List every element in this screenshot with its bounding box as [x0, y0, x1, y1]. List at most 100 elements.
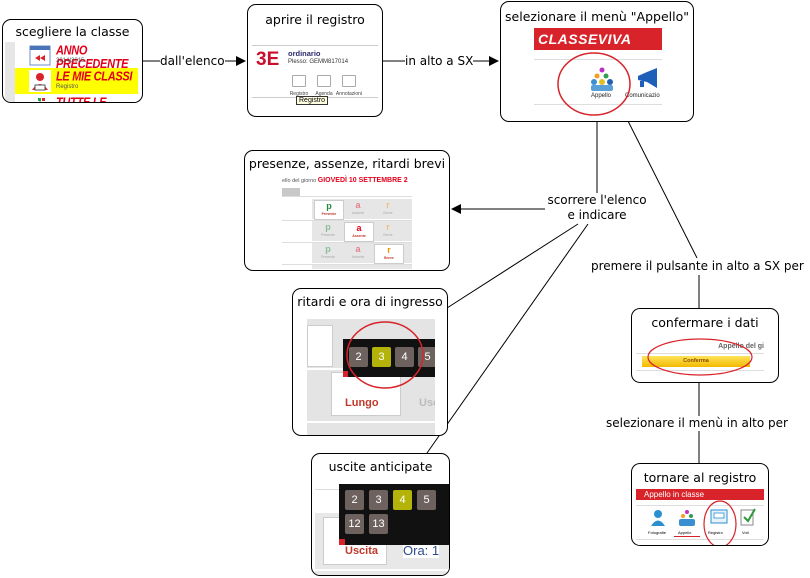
highlight-circle: [647, 338, 753, 376]
tool-agenda[interactable]: Agenda: [309, 75, 339, 97]
node-selezionare-appello[interactable]: selezionare il menù "Appello" CLASSEVIVA…: [500, 1, 694, 122]
node-title: ritardi e ora di ingresso: [297, 294, 443, 309]
fotografie-icon: [650, 509, 666, 531]
list-item-label: TUTTE LE CLASSI: [56, 96, 138, 102]
calendar-rewind-icon: [29, 44, 51, 66]
edge-label-premere: premere il pulsante in alto a SX per: [591, 259, 804, 274]
tool-registro[interactable]: Registro: [284, 75, 314, 97]
hour-button-13[interactable]: 13: [369, 514, 388, 534]
conferma-button[interactable]: Conferma: [642, 356, 750, 367]
uscita-label-faded: Usc: [419, 397, 435, 409]
hour-button-2[interactable]: 2: [349, 347, 368, 367]
edge-scorrere-ritardi: [446, 223, 579, 309]
menu-voti[interactable]: Voti: [742, 530, 749, 535]
hour-button-5[interactable]: 5: [417, 490, 436, 510]
plesso-code: Plesso: GEMM817014: [288, 59, 349, 65]
appello-bar: Appello in classe: [636, 489, 764, 500]
teacher-icon: [29, 70, 51, 92]
hour-button-3[interactable]: 3: [369, 490, 388, 510]
highlight-circle: [703, 500, 737, 545]
uscita-label[interactable]: Uscita: [345, 545, 379, 557]
tooltip-registro: Registro: [296, 96, 329, 105]
agenda-icon: [317, 75, 331, 87]
node-title: aprire il registro: [265, 12, 365, 27]
list-item-tutte-le-classi[interactable]: TUTTE LE CLASSI: [5, 94, 138, 102]
header-prefix: ello del giorno: [282, 178, 317, 184]
network-icon: [29, 96, 51, 102]
ora-label: Ora: 1: [403, 543, 440, 558]
class-list-screenshot: ANNO PRECEDENTE 2014/2015 LE MIE CLASSI …: [5, 42, 138, 102]
tornare-screenshot: Appello in classe Fotografie Appello Reg…: [636, 489, 764, 545]
menu-fotografie[interactable]: Fotografie: [648, 530, 667, 535]
node-title: scegliere la classe: [15, 24, 130, 39]
megaphone-icon: [635, 67, 661, 95]
list-item-sub: Registro: [56, 84, 79, 90]
classeviva-brand-bar: CLASSEVIVA: [534, 28, 662, 50]
note-edit-icon: [342, 75, 356, 87]
tool-annotazioni[interactable]: Annotazioni: [334, 75, 364, 97]
edge-appello-premere: [627, 120, 698, 259]
edge-scorrere-uscite: [426, 223, 589, 454]
edge-label-dall-elenco: dall'elenco: [160, 54, 225, 69]
book-icon: [292, 75, 306, 87]
menu-appello[interactable]: Appello: [678, 530, 692, 535]
menu-registro[interactable]: Registro: [708, 530, 723, 535]
list-item-label: LE MIE CLASSI: [56, 70, 133, 84]
edge-label-scorrere-line2: e indicare: [567, 208, 627, 222]
registro-icon: [710, 509, 728, 529]
voti-icon: [740, 507, 756, 531]
node-title: selezionare il menù "Appello": [505, 9, 689, 24]
appello-people-icon: [589, 66, 615, 96]
appello-people-icon: [678, 509, 696, 531]
list-item-le-mie-classi[interactable]: LE MIE CLASSI Registro: [5, 68, 138, 94]
highlight-circle: [346, 321, 424, 389]
node-title: confermare i dati: [651, 315, 759, 330]
brand-logo: CLASSEVIVA: [538, 31, 632, 47]
header-date: GIOVEDÌ 10 SETTEMBRE 2: [317, 177, 408, 184]
edge-label-scorrere-line1: scorrere l'elenco: [547, 193, 647, 207]
list-item-sub: 2014/2015: [56, 58, 85, 64]
hour-button-4[interactable]: 4: [395, 347, 414, 367]
hour-button-2[interactable]: 2: [345, 490, 364, 510]
node-aprire-registro[interactable]: aprire il registro 3E ordinario Plesso: …: [247, 4, 383, 117]
highlight-circle: [557, 52, 631, 116]
edge-label-selezionare: selezionare il menù in alto per: [606, 416, 788, 431]
edge-label-in-alto-a-sx: in alto a SX: [405, 54, 474, 69]
attendance-screenshot: ello del giorno GIOVEDÌ 10 SETTEMBRE 2 p…: [282, 175, 412, 269]
classeviva-screenshot: CLASSEVIVA Appello Comunicazio: [534, 28, 662, 118]
node-tornare[interactable]: tornare al registro Appello in classe Fo…: [631, 463, 769, 546]
list-item-anno-precedente[interactable]: ANNO PRECEDENTE 2014/2015: [5, 42, 138, 72]
hour-button-4[interactable]: 4: [393, 490, 412, 510]
node-scegliere-classe[interactable]: scegliere la classe ANNO PRECEDENTE 2014…: [2, 19, 143, 103]
node-title: tornare al registro: [643, 470, 757, 485]
hour-button-12[interactable]: 12: [345, 514, 364, 534]
node-title: uscite anticipate: [328, 459, 433, 474]
node-presenze[interactable]: presenze, assenze, ritardi brevi ello de…: [244, 150, 450, 271]
menu-appello[interactable]: Appello: [591, 93, 612, 99]
hour-button-3[interactable]: 3: [372, 347, 391, 367]
menu-comunicazioni[interactable]: Comunicazio: [625, 93, 660, 99]
lungo-label[interactable]: Lungo: [345, 397, 379, 409]
node-confermare[interactable]: confermare i dati Appello del gi Conferm…: [631, 308, 779, 383]
class-name[interactable]: 3E: [256, 49, 280, 70]
